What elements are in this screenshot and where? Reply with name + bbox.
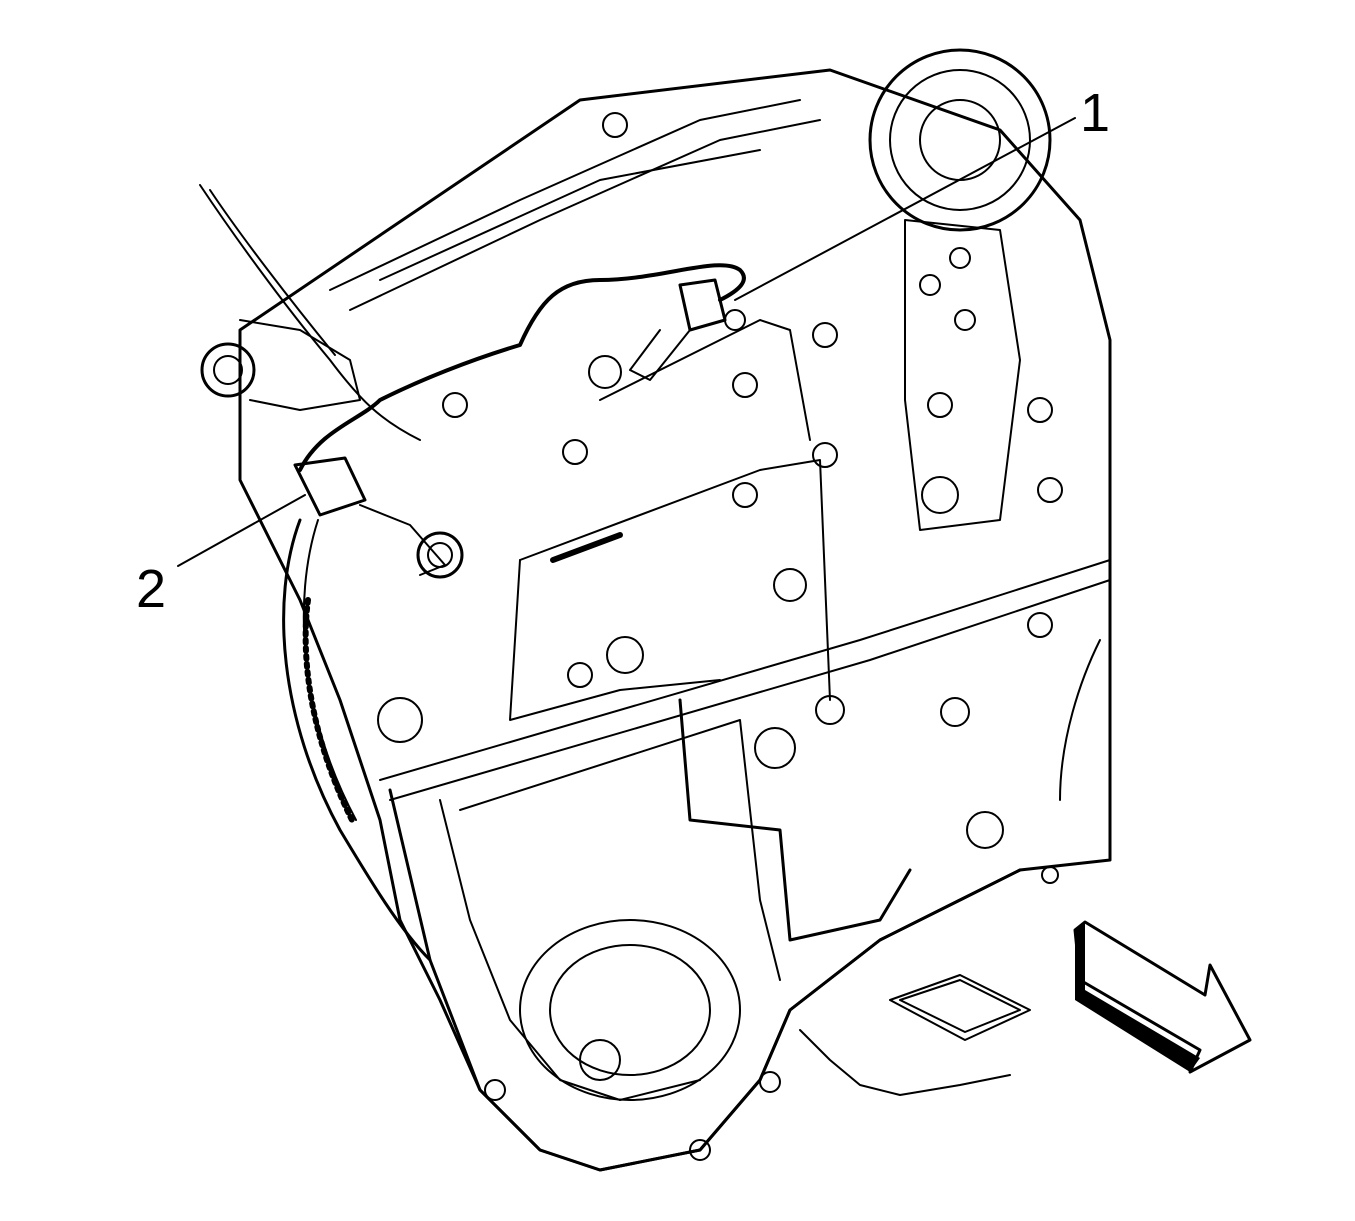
callout-label-1: 1	[1080, 83, 1111, 143]
engine-block	[199, 48, 1112, 1172]
flywheel-ring-gear	[282, 518, 432, 962]
leader-line-2	[177, 494, 306, 567]
direction-arrow-icon	[1073, 920, 1252, 1074]
leader-line-1	[734, 117, 1076, 301]
callout-label-2: 2	[136, 559, 167, 619]
